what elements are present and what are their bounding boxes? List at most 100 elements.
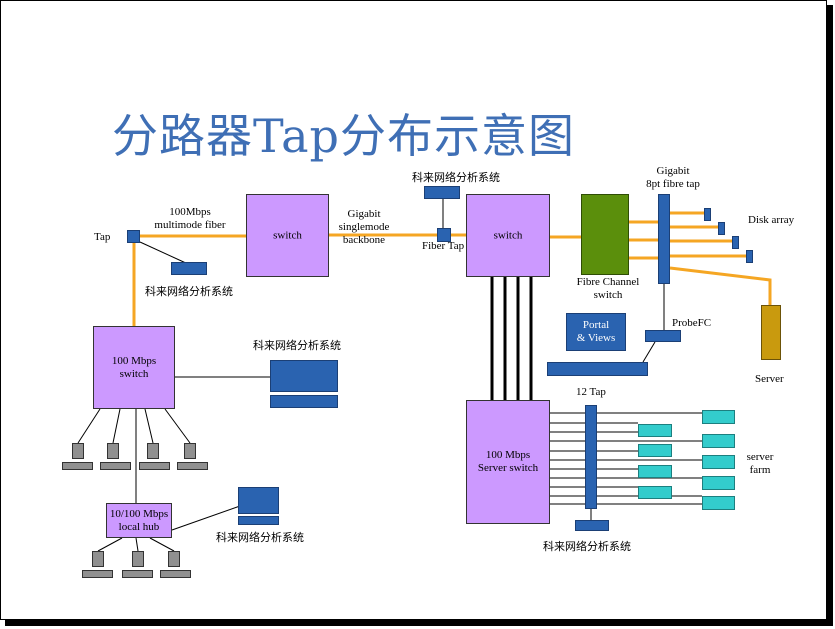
link-100mbps-line2: multimode fiber <box>154 219 226 231</box>
analyzer-label-bottom-center: 科来网络分析系统 <box>543 541 631 553</box>
farm-server-4 <box>638 444 672 457</box>
pc-2-monitor <box>107 443 119 459</box>
local-hub-text: 10/100 Mbps local hub <box>107 508 171 534</box>
gigabit-fibre-tap <box>658 194 670 284</box>
link-switch-to-pc-1 <box>77 408 101 444</box>
hub-line1: 10/100 Mbps <box>109 507 169 520</box>
local-hub: 10/100 Mbps local hub <box>106 503 172 538</box>
gigabit-backbone-label: Gigabit singlemode backbone <box>332 208 396 247</box>
analyzer-label-top-left: 科来网络分析系统 <box>145 286 233 298</box>
tap-device <box>127 230 140 243</box>
pc-4-base <box>177 462 208 470</box>
gigabit-tap-label: Gigabit 8pt fibre tap <box>636 165 710 191</box>
slide-shadow-right <box>827 5 833 625</box>
portal-views: Portal & Views <box>566 313 626 351</box>
link-tap-to-analyzer <box>139 241 189 265</box>
analyzer-keyboard-mid-left <box>270 395 338 408</box>
switch-left-label: switch <box>273 229 302 241</box>
pc-4-monitor <box>184 443 196 459</box>
hub-pc-2-monitor <box>132 551 144 567</box>
fibre-channel-line2: switch <box>593 289 623 301</box>
disk-array-label: Disk array <box>748 214 795 226</box>
pc-1-base <box>62 462 93 470</box>
farm-server-1 <box>702 410 735 424</box>
fibre-channel-switch <box>581 194 629 275</box>
switch-100mbps-line2: switch <box>119 367 149 380</box>
link-switch-to-pc-4 <box>164 408 191 444</box>
server-switch: 100 Mbps Server switch <box>466 400 550 524</box>
link-100mbps-label: 100Mbps multimode fiber <box>148 206 232 232</box>
link-probefc-to-console <box>642 341 656 363</box>
switch-center-label: switch <box>493 229 523 241</box>
server-switch-uplinks <box>490 277 533 400</box>
link-100mbps-line1: 100Mbps <box>169 206 211 218</box>
analyzer-device-top-left <box>171 262 207 275</box>
fiber-tap-label: Fiber Tap <box>422 240 465 252</box>
analyzer-label-top-center: 科来网络分析系统 <box>412 172 500 184</box>
gigabit-line2: singlemode <box>338 221 390 233</box>
farm-server-8 <box>638 486 672 499</box>
link-hub-to-pc-3 <box>149 537 175 552</box>
analyzer-monitor-mid-left <box>270 360 338 392</box>
pc-2-base <box>100 462 131 470</box>
tap12-device <box>585 405 597 509</box>
analyzer-keyboard-bottom-left <box>238 516 279 525</box>
pc-3-monitor <box>147 443 159 459</box>
link-hub-to-pc-2 <box>135 537 139 552</box>
farm-server-3 <box>702 434 735 448</box>
probefc-label: ProbeFC <box>672 317 712 329</box>
disk-1 <box>704 208 711 221</box>
pc-3-base <box>139 462 170 470</box>
switch-center: switch <box>466 194 550 277</box>
link-hub-to-pc-1 <box>97 537 123 552</box>
analyzer-monitor-bottom-left <box>238 487 279 514</box>
gigabit-line3: backbone <box>342 234 386 246</box>
portal-line1: Portal <box>582 319 610 331</box>
switch-100mbps: 100 Mbps switch <box>93 326 175 409</box>
link-switch-to-pc-2 <box>112 408 121 444</box>
switch-100mbps-text: 100 Mbps switch <box>94 355 174 381</box>
pc-1-monitor <box>72 443 84 459</box>
gigabit-line1: Gigabit <box>347 208 381 220</box>
server-farm-line2: farm <box>749 464 771 476</box>
fibre-channel-label: Fibre Channel switch <box>570 276 646 302</box>
link-tap-to-server <box>669 266 772 305</box>
farm-server-7 <box>702 476 735 490</box>
disk-4 <box>746 250 753 263</box>
fibre-links <box>132 211 772 326</box>
server-device <box>761 305 781 360</box>
fibre-channel-line1: Fibre Channel <box>576 276 640 288</box>
analyzer-label-mid-left: 科来网络分析系统 <box>253 340 341 352</box>
hub-pc-3-base <box>160 570 191 578</box>
portal-line2: & Views <box>576 332 616 344</box>
tap12-label: 12 Tap <box>576 386 606 398</box>
hub-pc-2-base <box>122 570 153 578</box>
switch-100mbps-line1: 100 Mbps <box>111 354 157 367</box>
server-label: Server <box>755 373 784 385</box>
hub-pc-3-monitor <box>168 551 180 567</box>
disk-3 <box>732 236 739 249</box>
server-switch-line1: 100 Mbps <box>485 449 531 461</box>
copper-links <box>77 199 665 552</box>
tap-label: Tap <box>94 231 111 243</box>
tap12-links <box>549 412 710 505</box>
disk-2 <box>718 222 725 235</box>
link-hub-to-analyzer <box>171 505 241 531</box>
gigabit-tap-line2: 8pt fibre tap <box>646 178 700 190</box>
portal-views-text: Portal & Views <box>567 319 625 345</box>
farm-server-2 <box>638 424 672 437</box>
farm-server-5 <box>702 455 735 469</box>
fiber-tap-device <box>437 228 451 242</box>
analyzer-label-bottom-left: 科来网络分析系统 <box>216 532 304 544</box>
analyzer-device-top-center <box>424 186 460 199</box>
hub-pc-1-base <box>82 570 113 578</box>
analyzer-device-bottom-center <box>575 520 609 531</box>
probefc-device <box>645 330 681 342</box>
server-switch-text: 100 Mbps Server switch <box>467 449 549 475</box>
server-switch-line2: Server switch <box>477 462 539 474</box>
farm-server-9 <box>702 496 735 510</box>
link-switch-to-pc-3 <box>144 408 154 444</box>
server-farm-line1: server <box>746 451 774 463</box>
